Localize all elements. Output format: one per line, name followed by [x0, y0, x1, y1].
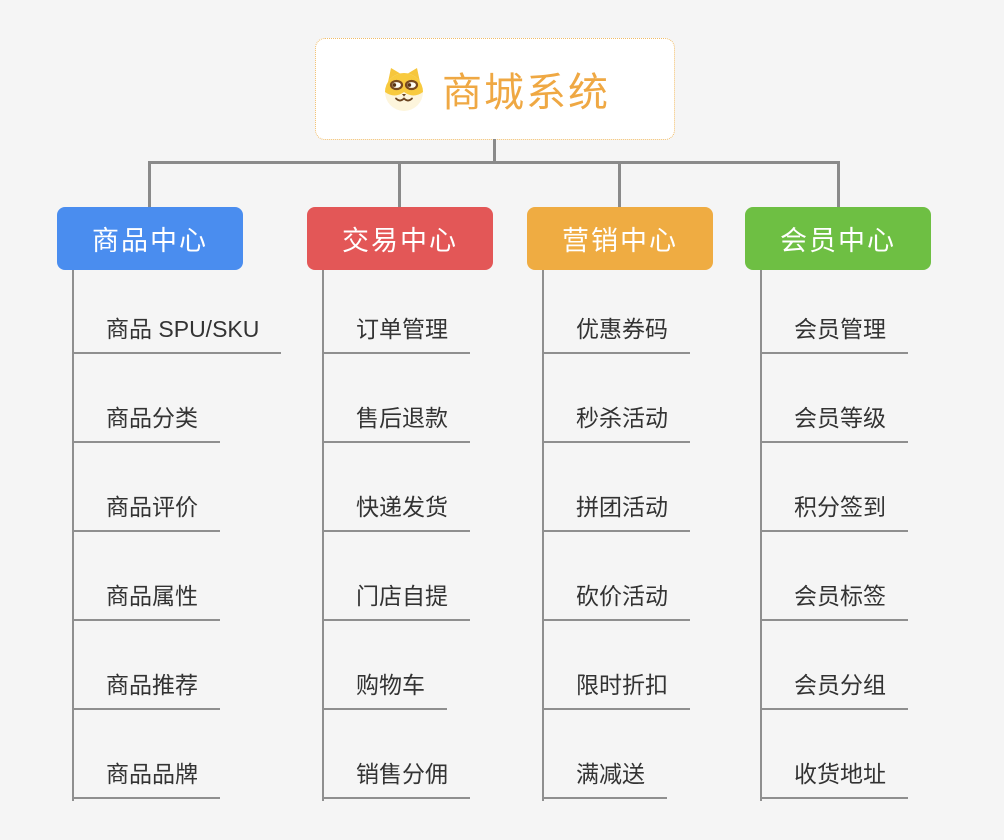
leaf-item[interactable]: 商品 SPU/SKU [72, 270, 282, 354]
leaf-item-label: 积分签到 [760, 494, 908, 532]
leaf-item[interactable]: 会员分组 [760, 621, 908, 710]
branch-items: 订单管理 售后退款 快递发货 门店自提 购物车 销售分佣 [322, 270, 470, 799]
leaf-item-label: 会员分组 [760, 672, 908, 710]
leaf-item-label: 快递发货 [322, 494, 470, 532]
leaf-item-label: 收货地址 [760, 761, 908, 799]
branch-node-trade-center[interactable]: 交易中心 [307, 207, 493, 270]
leaf-item-label: 限时折扣 [542, 672, 690, 710]
shiba-dog-icon [385, 68, 423, 111]
leaf-item[interactable]: 秒杀活动 [542, 354, 690, 443]
leaf-item[interactable]: 会员管理 [760, 270, 908, 354]
leaf-item-label: 商品评价 [72, 494, 220, 532]
leaf-item[interactable]: 会员标签 [760, 532, 908, 621]
branch-node-label: 交易中心 [342, 226, 458, 256]
root-title: 商城系统 [442, 71, 610, 115]
leaf-item-label: 拼团活动 [542, 494, 690, 532]
leaf-item[interactable]: 限时折扣 [542, 621, 690, 710]
leaf-item[interactable]: 商品分类 [72, 354, 281, 443]
branch-items: 会员管理 会员等级 积分签到 会员标签 会员分组 收货地址 [760, 270, 908, 799]
leaf-item[interactable]: 商品属性 [72, 532, 281, 621]
leaf-item[interactable]: 会员等级 [760, 354, 908, 443]
branch-items: 优惠券码 秒杀活动 拼团活动 砍价活动 限时折扣 满减送 [542, 270, 690, 799]
branch-connector-rail [148, 161, 840, 164]
leaf-item-label: 售后退款 [322, 405, 470, 443]
branch-drop-line [398, 161, 401, 207]
branch-trade-center: 交易中心 订单管理 售后退款 快递发货 门店自提 购物车 销售分佣 [307, 207, 547, 807]
leaf-item-label: 秒杀活动 [542, 405, 690, 443]
leaf-item-label: 商品推荐 [72, 672, 220, 710]
branch-items: 商品 SPU/SKU 商品分类 商品评价 商品属性 商品推荐 商品品牌 [72, 270, 282, 799]
leaf-item[interactable]: 商品推荐 [72, 621, 281, 710]
branch-node-label: 商品中心 [92, 226, 208, 256]
branch-marketing-center: 营销中心 优惠券码 秒杀活动 拼团活动 砍价活动 限时折扣 满减送 [527, 207, 767, 807]
branch-trunk-line [760, 270, 762, 801]
leaf-item[interactable]: 门店自提 [322, 532, 470, 621]
branch-drop-line [148, 161, 151, 207]
leaf-item[interactable]: 拼团活动 [542, 443, 690, 532]
leaf-item-label: 门店自提 [322, 583, 470, 621]
leaf-item-label: 商品品牌 [72, 761, 220, 799]
leaf-item[interactable]: 砍价活动 [542, 532, 690, 621]
leaf-item-label: 优惠券码 [542, 316, 690, 354]
branch-node-label: 营销中心 [562, 226, 678, 256]
leaf-item-label: 购物车 [322, 672, 447, 710]
branch-trunk-line [72, 270, 74, 801]
branch-node-label: 会员中心 [780, 226, 896, 256]
branch-product-center: 商品中心 商品 SPU/SKU 商品分类 商品评价 商品属性 商品推荐 商品品牌 [57, 207, 297, 807]
leaf-item-label: 商品分类 [72, 405, 220, 443]
leaf-item[interactable]: 收货地址 [760, 710, 908, 799]
leaf-item-label: 会员标签 [760, 583, 908, 621]
leaf-item[interactable]: 积分签到 [760, 443, 908, 532]
branch-member-center: 会员中心 会员管理 会员等级 积分签到 会员标签 会员分组 收货地址 [745, 207, 985, 807]
leaf-item-label: 商品属性 [72, 583, 220, 621]
root-connector-stub [493, 139, 496, 163]
leaf-item-label: 订单管理 [322, 316, 470, 354]
leaf-item[interactable]: 订单管理 [322, 270, 470, 354]
root-node-mall-system[interactable]: 商城系统 [315, 38, 675, 140]
leaf-item-label: 销售分佣 [322, 761, 470, 799]
leaf-item-label: 会员管理 [760, 316, 908, 354]
leaf-item[interactable]: 快递发货 [322, 443, 470, 532]
branch-trunk-line [542, 270, 544, 801]
leaf-item[interactable]: 售后退款 [322, 354, 470, 443]
branch-drop-line [618, 161, 621, 207]
branch-node-member-center[interactable]: 会员中心 [745, 207, 931, 270]
leaf-item-label: 砍价活动 [542, 583, 690, 621]
leaf-item[interactable]: 优惠券码 [542, 270, 690, 354]
leaf-item[interactable]: 商品品牌 [72, 710, 281, 799]
leaf-item-label: 满减送 [542, 761, 667, 799]
branch-node-product-center[interactable]: 商品中心 [57, 207, 243, 270]
leaf-item[interactable]: 满减送 [542, 710, 690, 799]
leaf-item[interactable]: 商品评价 [72, 443, 281, 532]
branch-node-marketing-center[interactable]: 营销中心 [527, 207, 713, 270]
leaf-item[interactable]: 销售分佣 [322, 710, 470, 799]
branch-drop-line [837, 161, 840, 207]
leaf-item-label: 会员等级 [760, 405, 908, 443]
branch-trunk-line [322, 270, 324, 801]
leaf-item-label: 商品 SPU/SKU [72, 316, 282, 354]
leaf-item[interactable]: 购物车 [322, 621, 470, 710]
